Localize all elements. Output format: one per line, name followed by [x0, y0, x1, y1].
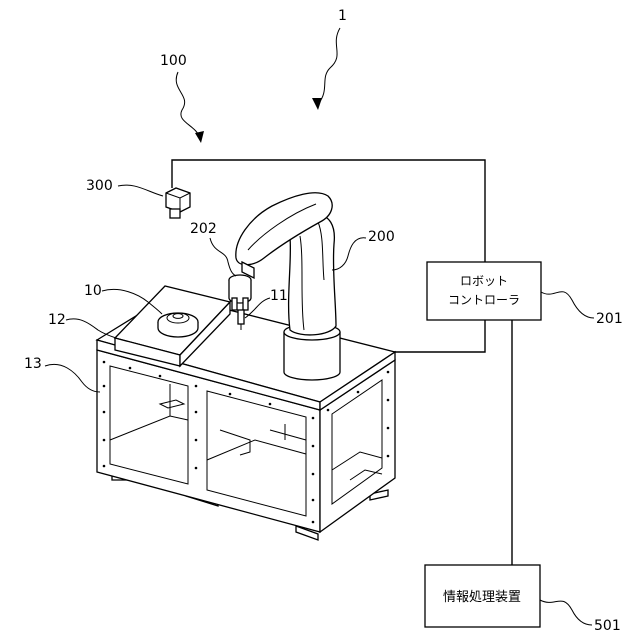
ref-workpiece: 10 — [84, 283, 102, 299]
ref-system: 1 — [338, 8, 347, 24]
camera-lens — [170, 209, 180, 218]
work-table-leader — [66, 319, 116, 338]
stand-callout: 13 — [24, 356, 100, 392]
system-arrowhead — [312, 98, 322, 110]
work-table-callout: 12 — [48, 312, 116, 338]
ref-info-processor: 501 — [594, 618, 621, 634]
ref-camera: 300 — [86, 178, 113, 194]
robot-controller: ロボット コントローラ — [427, 262, 541, 320]
hand-callout: 202 — [190, 221, 236, 276]
stand-leader — [45, 364, 100, 392]
controller-callout: 201 — [541, 292, 623, 327]
workpiece — [158, 313, 198, 337]
ref-cell: 100 — [160, 53, 187, 69]
robot-hand — [229, 275, 251, 310]
controller-label-line1: ロボット — [460, 274, 508, 288]
camera-leader — [118, 185, 163, 196]
info-processor-leader — [540, 600, 592, 625]
ref-tool: 11 — [270, 288, 288, 304]
ref-table: 12 — [48, 312, 66, 328]
controller-leader — [541, 292, 594, 318]
info-processor: 情報処理装置 — [425, 565, 540, 627]
ref-hand: 202 — [190, 221, 217, 237]
controller-label-line2: コントローラ — [448, 293, 520, 307]
ref-frame: 13 — [24, 356, 42, 372]
hand-leader — [210, 238, 236, 276]
camera — [166, 188, 190, 218]
system-callout: 1 — [312, 8, 347, 110]
system-leader — [318, 28, 340, 104]
controller-box — [427, 262, 541, 320]
robot-callout: 200 — [332, 229, 395, 270]
ref-robot: 200 — [368, 229, 395, 245]
cell-leader — [176, 72, 200, 138]
robot-leader — [332, 238, 366, 270]
cell-arrowhead — [195, 131, 204, 143]
cell-callout: 100 — [160, 53, 204, 143]
ref-controller: 201 — [596, 311, 623, 327]
camera-callout: 300 — [86, 178, 163, 196]
info-processor-callout: 501 — [540, 600, 621, 634]
info-processor-label: 情報処理装置 — [443, 590, 521, 605]
